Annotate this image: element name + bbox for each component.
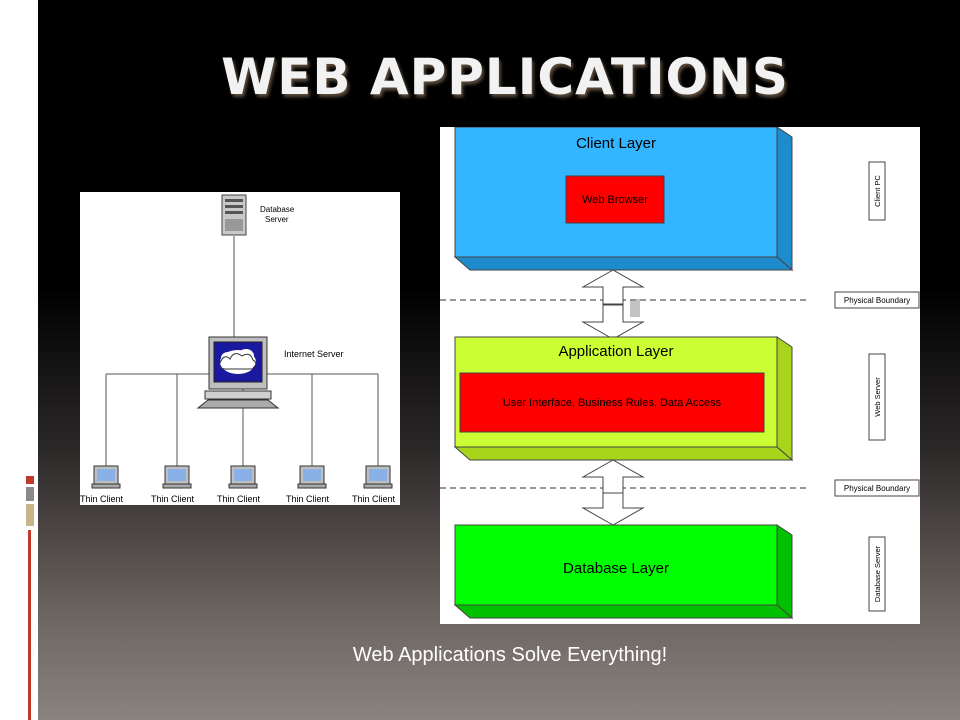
side-accent-line [28, 530, 31, 720]
thin-client-label-1: Thin Client [80, 494, 124, 504]
internet-server-label: Internet Server [284, 349, 344, 359]
side-accent-red [26, 476, 34, 484]
side-stripe [0, 0, 38, 720]
web-browser-label: Web Browser [582, 194, 648, 206]
up-down-arrow-2 [581, 459, 645, 526]
thin-client-icon-2 [162, 465, 192, 489]
web-server-label: Web Server [873, 377, 882, 417]
network-diagram: Database Server Internet Server [80, 192, 400, 505]
physical-boundary-label-1: Physical Boundary [844, 296, 910, 305]
application-content-label: User Interface, Business Rules, Data Acc… [503, 397, 722, 409]
web-browser-box [565, 175, 665, 224]
physical-boundary-label-box-2 [834, 479, 920, 497]
thin-client-label-3: Thin Client [217, 494, 261, 504]
up-down-arrow-1 [581, 269, 645, 340]
application-content-box [459, 372, 765, 433]
database-server-label-box [868, 536, 886, 612]
thin-client-label-5: Thin Client [352, 494, 396, 504]
web-server-label-box [868, 353, 886, 441]
thin-client-icon-5 [363, 465, 393, 489]
side-accent-gray [26, 487, 34, 501]
thin-client-icon-1 [91, 465, 121, 489]
application-layer-title: Application Layer [558, 343, 673, 360]
database-server-side-label: Database Server [873, 545, 882, 602]
side-accent-tan [26, 504, 34, 526]
internet-server-icon [196, 336, 280, 409]
client-layer-title: Client Layer [576, 135, 656, 152]
client-pc-label: Client PC [873, 175, 882, 207]
database-layer-title: Database Layer [563, 560, 669, 577]
physical-boundary-label-2: Physical Boundary [844, 484, 910, 493]
layer-diagram: Client Layer Web Browser Application Lay… [440, 126, 920, 624]
thin-client-icon-4 [297, 465, 327, 489]
client-pc-label-box [868, 161, 886, 221]
thin-client-icon-3 [228, 465, 258, 489]
thin-client-label-2: Thin Client [151, 494, 195, 504]
slide-title: WEB APPLICATIONS [221, 48, 789, 106]
slide-caption: Web Applications Solve Everything! [352, 644, 668, 666]
database-server-icon [221, 194, 247, 236]
database-layer-box [453, 524, 794, 620]
database-server-label-line1: Database [260, 205, 295, 214]
physical-boundary-label-box-1 [834, 291, 920, 309]
thin-client-label-4: Thin Client [286, 494, 330, 504]
database-server-label-line2: Server [265, 215, 289, 224]
